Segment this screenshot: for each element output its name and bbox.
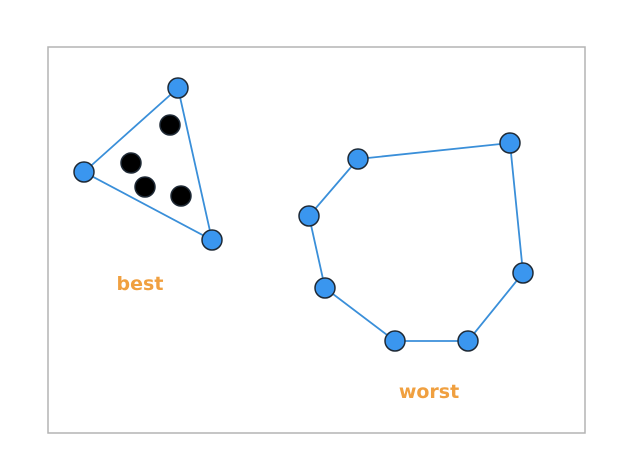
diagram-frame [47, 46, 586, 434]
best-case-group: best [73, 77, 223, 295]
best-hull-polygon [82, 86, 214, 242]
hull-vertex [298, 205, 320, 227]
hull-vertex [499, 132, 521, 154]
hull-vertex [347, 148, 369, 170]
hull-vertex [314, 277, 336, 299]
hull-vertex [73, 161, 95, 183]
hull-vertex [384, 330, 406, 352]
hull-vertex [457, 330, 479, 352]
hull-vertex [201, 229, 223, 251]
worst-hull-vertices [298, 132, 534, 352]
hull-vertex [512, 262, 534, 284]
worst-case-group: worst [298, 132, 534, 403]
hull-vertex [167, 77, 189, 99]
worst-hull-polygon [308, 142, 524, 342]
interior-point [134, 176, 156, 198]
worst-label: worst [399, 381, 459, 403]
best-interior-points [120, 114, 192, 207]
best-label: best [117, 273, 164, 295]
interior-point [170, 185, 192, 207]
interior-point [120, 152, 142, 174]
best-hull-vertices [73, 77, 223, 251]
interior-point [159, 114, 181, 136]
